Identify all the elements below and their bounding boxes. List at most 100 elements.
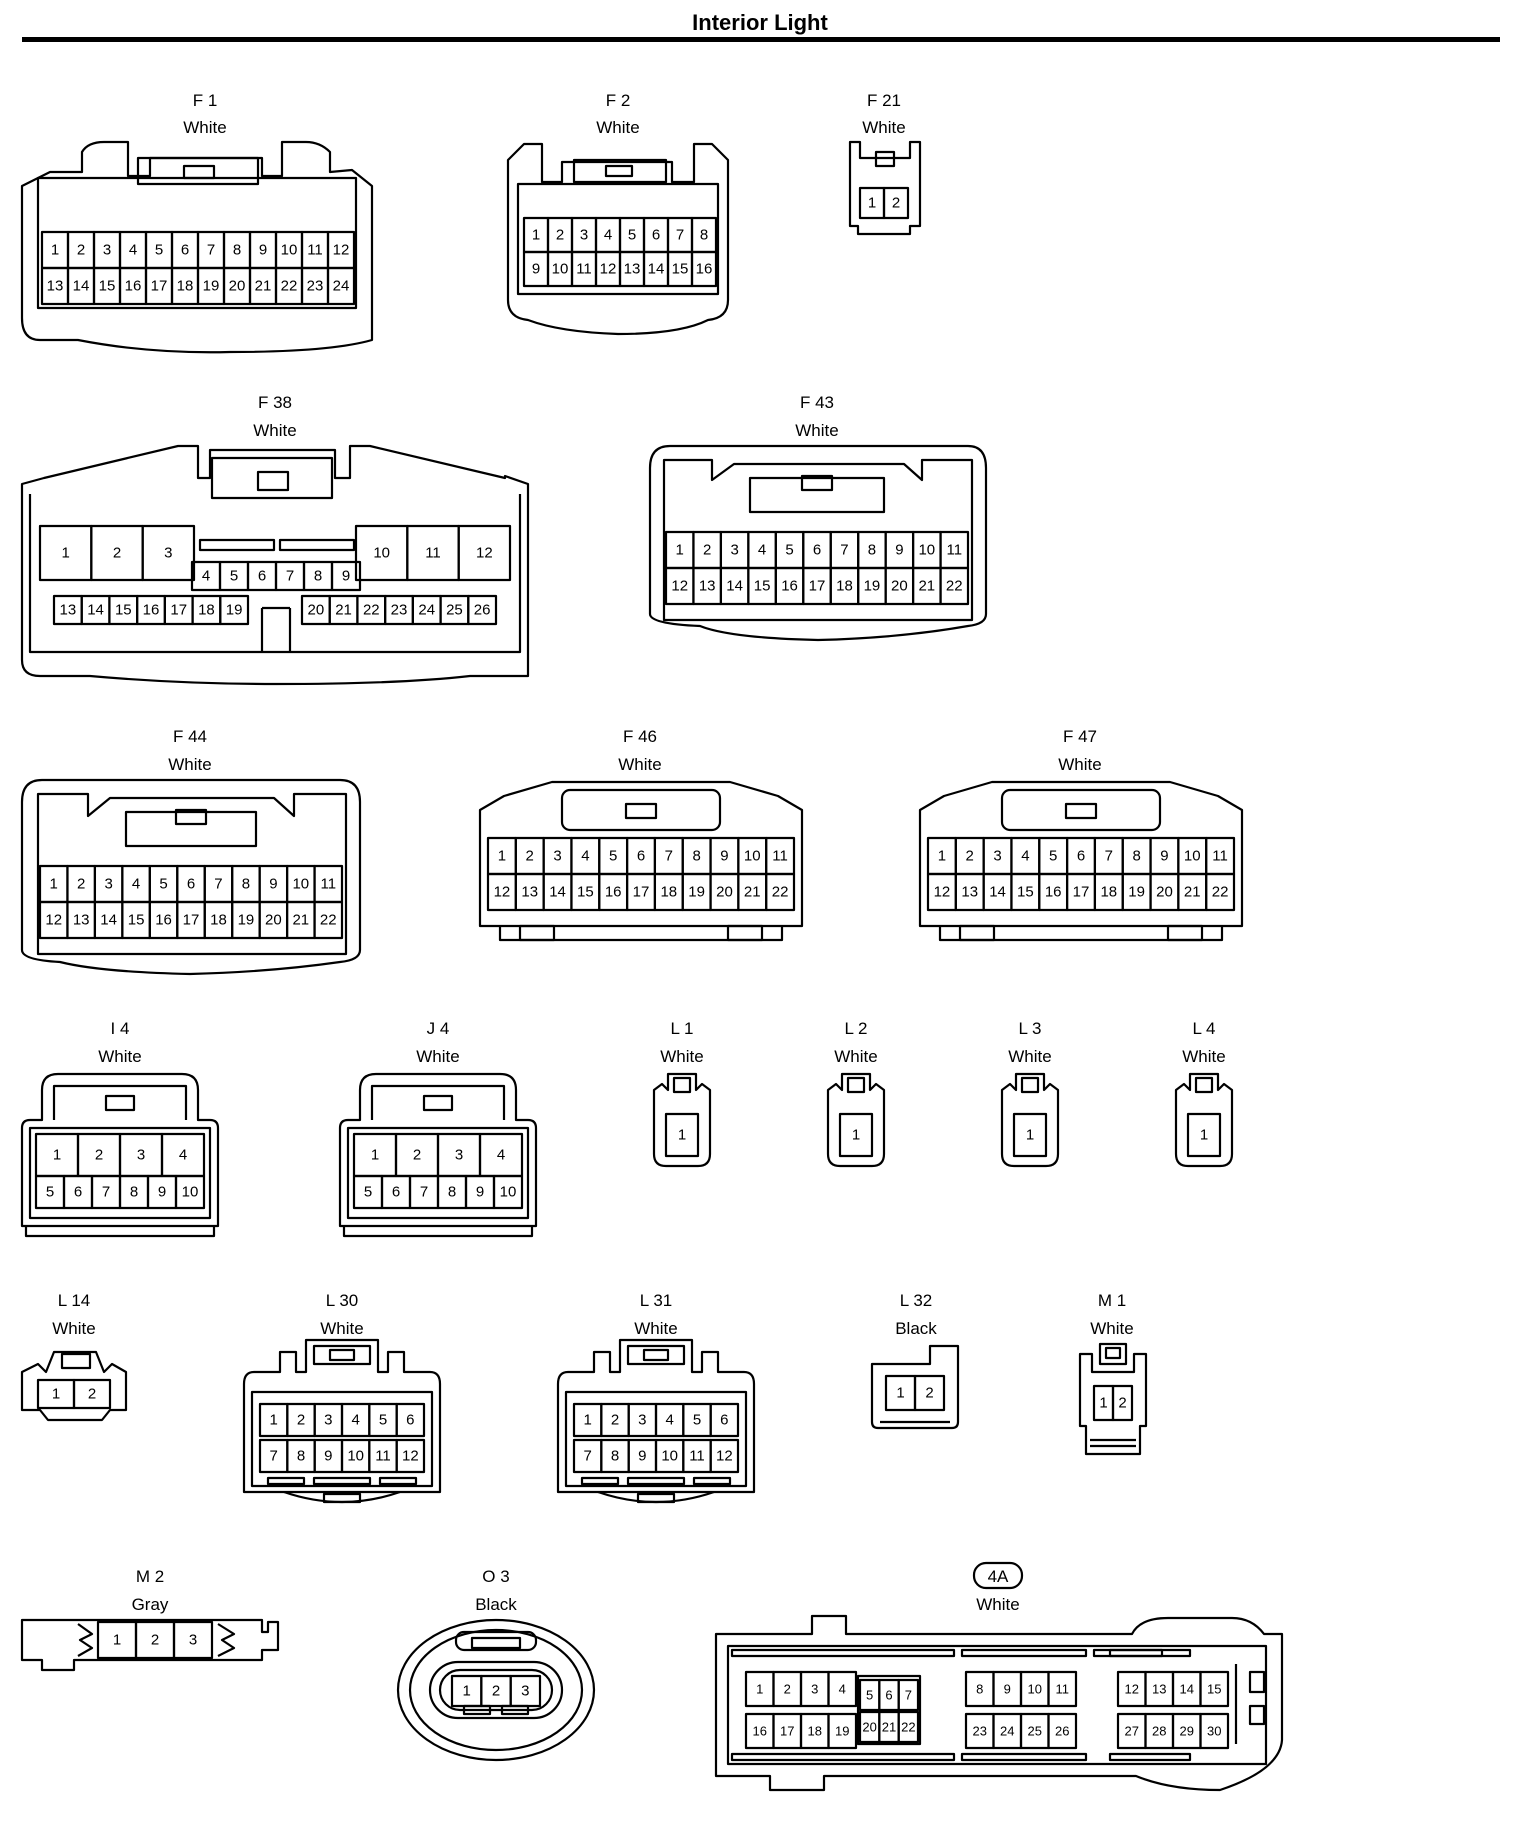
pin-number: 5 bbox=[155, 242, 163, 259]
pin-cell bbox=[172, 1620, 214, 1660]
pin-number: 9 bbox=[324, 1448, 332, 1465]
pin-number: 10 bbox=[744, 848, 761, 865]
pin-number: 2 bbox=[95, 1147, 103, 1164]
pin-number: 20 bbox=[265, 912, 282, 929]
pin-number: 3 bbox=[189, 1632, 197, 1649]
pin-number: 8 bbox=[692, 848, 700, 865]
pin-number: 2 bbox=[611, 1412, 619, 1429]
pin-number: 1 bbox=[756, 1682, 763, 1697]
pin-number: 2 bbox=[413, 1147, 421, 1164]
pin-number: 4 bbox=[129, 242, 137, 259]
pin-cell bbox=[709, 1438, 740, 1474]
connector-id-label: M 2 bbox=[136, 1567, 164, 1586]
pin-number: 4 bbox=[497, 1147, 505, 1164]
pin-number: 2 bbox=[556, 227, 564, 244]
connector-color-label: White bbox=[862, 118, 905, 137]
connector-color-label: White bbox=[618, 755, 661, 774]
pin-number: 2 bbox=[892, 195, 900, 212]
pin-number: 16 bbox=[696, 261, 713, 278]
pin-number: 7 bbox=[286, 568, 294, 585]
pin-number: 4 bbox=[839, 1682, 846, 1697]
pin-number: 12 bbox=[600, 261, 617, 278]
pin-number: 10 bbox=[500, 1184, 517, 1201]
pin-cell bbox=[765, 872, 796, 912]
pin-number: 7 bbox=[214, 876, 222, 893]
pin-number: 24 bbox=[333, 278, 350, 295]
pin-number: 14 bbox=[648, 261, 665, 278]
pin-number: 9 bbox=[1160, 848, 1168, 865]
pin-number: 8 bbox=[1132, 848, 1140, 865]
pin-number: 3 bbox=[521, 1683, 529, 1700]
pin-number: 2 bbox=[526, 848, 534, 865]
connector-color-label: White bbox=[98, 1047, 141, 1066]
connector-color-label: White bbox=[660, 1047, 703, 1066]
pin-number: 16 bbox=[143, 602, 160, 619]
connector-id-label: F 38 bbox=[258, 393, 292, 412]
pin-number: 7 bbox=[665, 848, 673, 865]
pin-number: 20 bbox=[229, 278, 246, 295]
pin-number: 21 bbox=[744, 884, 761, 901]
pin-number: 5 bbox=[609, 848, 617, 865]
connector-color-label: White bbox=[596, 118, 639, 137]
connector-code-badge bbox=[972, 1561, 1024, 1590]
pin-number: 21 bbox=[292, 912, 309, 929]
pin-cell bbox=[467, 594, 498, 626]
pin-number: 4 bbox=[581, 848, 589, 865]
pin-number: 23 bbox=[973, 1724, 987, 1739]
pin-number: 20 bbox=[716, 884, 733, 901]
connector-color-label: White bbox=[834, 1047, 877, 1066]
connector-color-label: Black bbox=[475, 1595, 517, 1614]
pin-number: 20 bbox=[862, 1720, 876, 1735]
pin-cell bbox=[330, 560, 362, 592]
pin-cell bbox=[1199, 1712, 1230, 1750]
connector-color-label: White bbox=[1008, 1047, 1051, 1066]
pin-number: 10 bbox=[918, 542, 935, 559]
pin-number: 2 bbox=[966, 848, 974, 865]
pin-number: 11 bbox=[772, 848, 788, 865]
connector-color-label: Gray bbox=[132, 1595, 169, 1614]
pin-number: 15 bbox=[1207, 1682, 1221, 1697]
page-title: Interior Light bbox=[692, 10, 828, 35]
connector-id-label: O 3 bbox=[482, 1567, 509, 1586]
pin-number: 5 bbox=[230, 568, 238, 585]
pin-number: 1 bbox=[1026, 1127, 1034, 1144]
pin-cell bbox=[395, 1402, 426, 1438]
pin-cell bbox=[457, 524, 512, 582]
pin-number: 10 bbox=[347, 1448, 364, 1465]
pin-number: 7 bbox=[1105, 848, 1113, 865]
pin-number: 17 bbox=[151, 278, 168, 295]
pin-number: 1 bbox=[52, 1386, 60, 1403]
pin-number: 12 bbox=[333, 242, 350, 259]
pin-number: 26 bbox=[474, 602, 491, 619]
pin-number: 17 bbox=[170, 602, 187, 619]
pin-number: 19 bbox=[238, 912, 255, 929]
connector-id-label: L 32 bbox=[900, 1291, 932, 1310]
pin-number: 12 bbox=[476, 545, 493, 562]
pin-number: 8 bbox=[242, 876, 250, 893]
pin-number: 1 bbox=[462, 1683, 470, 1700]
pin-number: 4 bbox=[132, 876, 140, 893]
pin-number: 6 bbox=[406, 1412, 414, 1429]
pin-number: 1 bbox=[583, 1412, 591, 1429]
pin-number: 18 bbox=[177, 278, 194, 295]
pin-number: 21 bbox=[882, 1720, 896, 1735]
pin-number: 14 bbox=[989, 884, 1006, 901]
connector-id-label: F 44 bbox=[173, 727, 207, 746]
connector-id-label: F 21 bbox=[867, 91, 901, 110]
pin-number: 11 bbox=[307, 242, 323, 259]
pin-number: 9 bbox=[259, 242, 267, 259]
pin-number: 1 bbox=[532, 227, 540, 244]
pin-number: 7 bbox=[905, 1688, 912, 1703]
pin-number: 17 bbox=[1073, 884, 1090, 901]
pin-number: 9 bbox=[1004, 1682, 1011, 1697]
